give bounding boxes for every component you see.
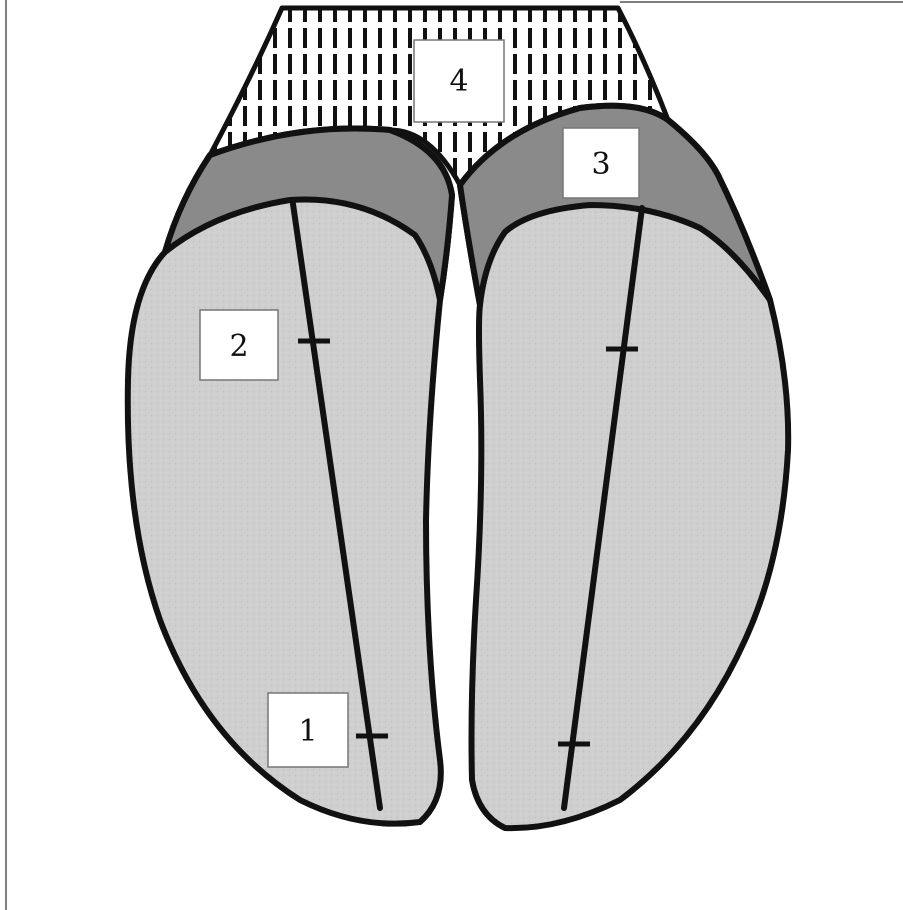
label-box-3: 3 xyxy=(563,128,639,198)
label-box-4: 4 xyxy=(414,40,504,122)
label-box-1: 1 xyxy=(268,693,348,767)
label-2-text: 2 xyxy=(229,329,248,364)
label-4-text: 4 xyxy=(449,64,468,99)
label-box-2: 2 xyxy=(200,310,278,380)
label-1-text: 1 xyxy=(298,714,317,749)
label-3-text: 3 xyxy=(591,147,610,182)
